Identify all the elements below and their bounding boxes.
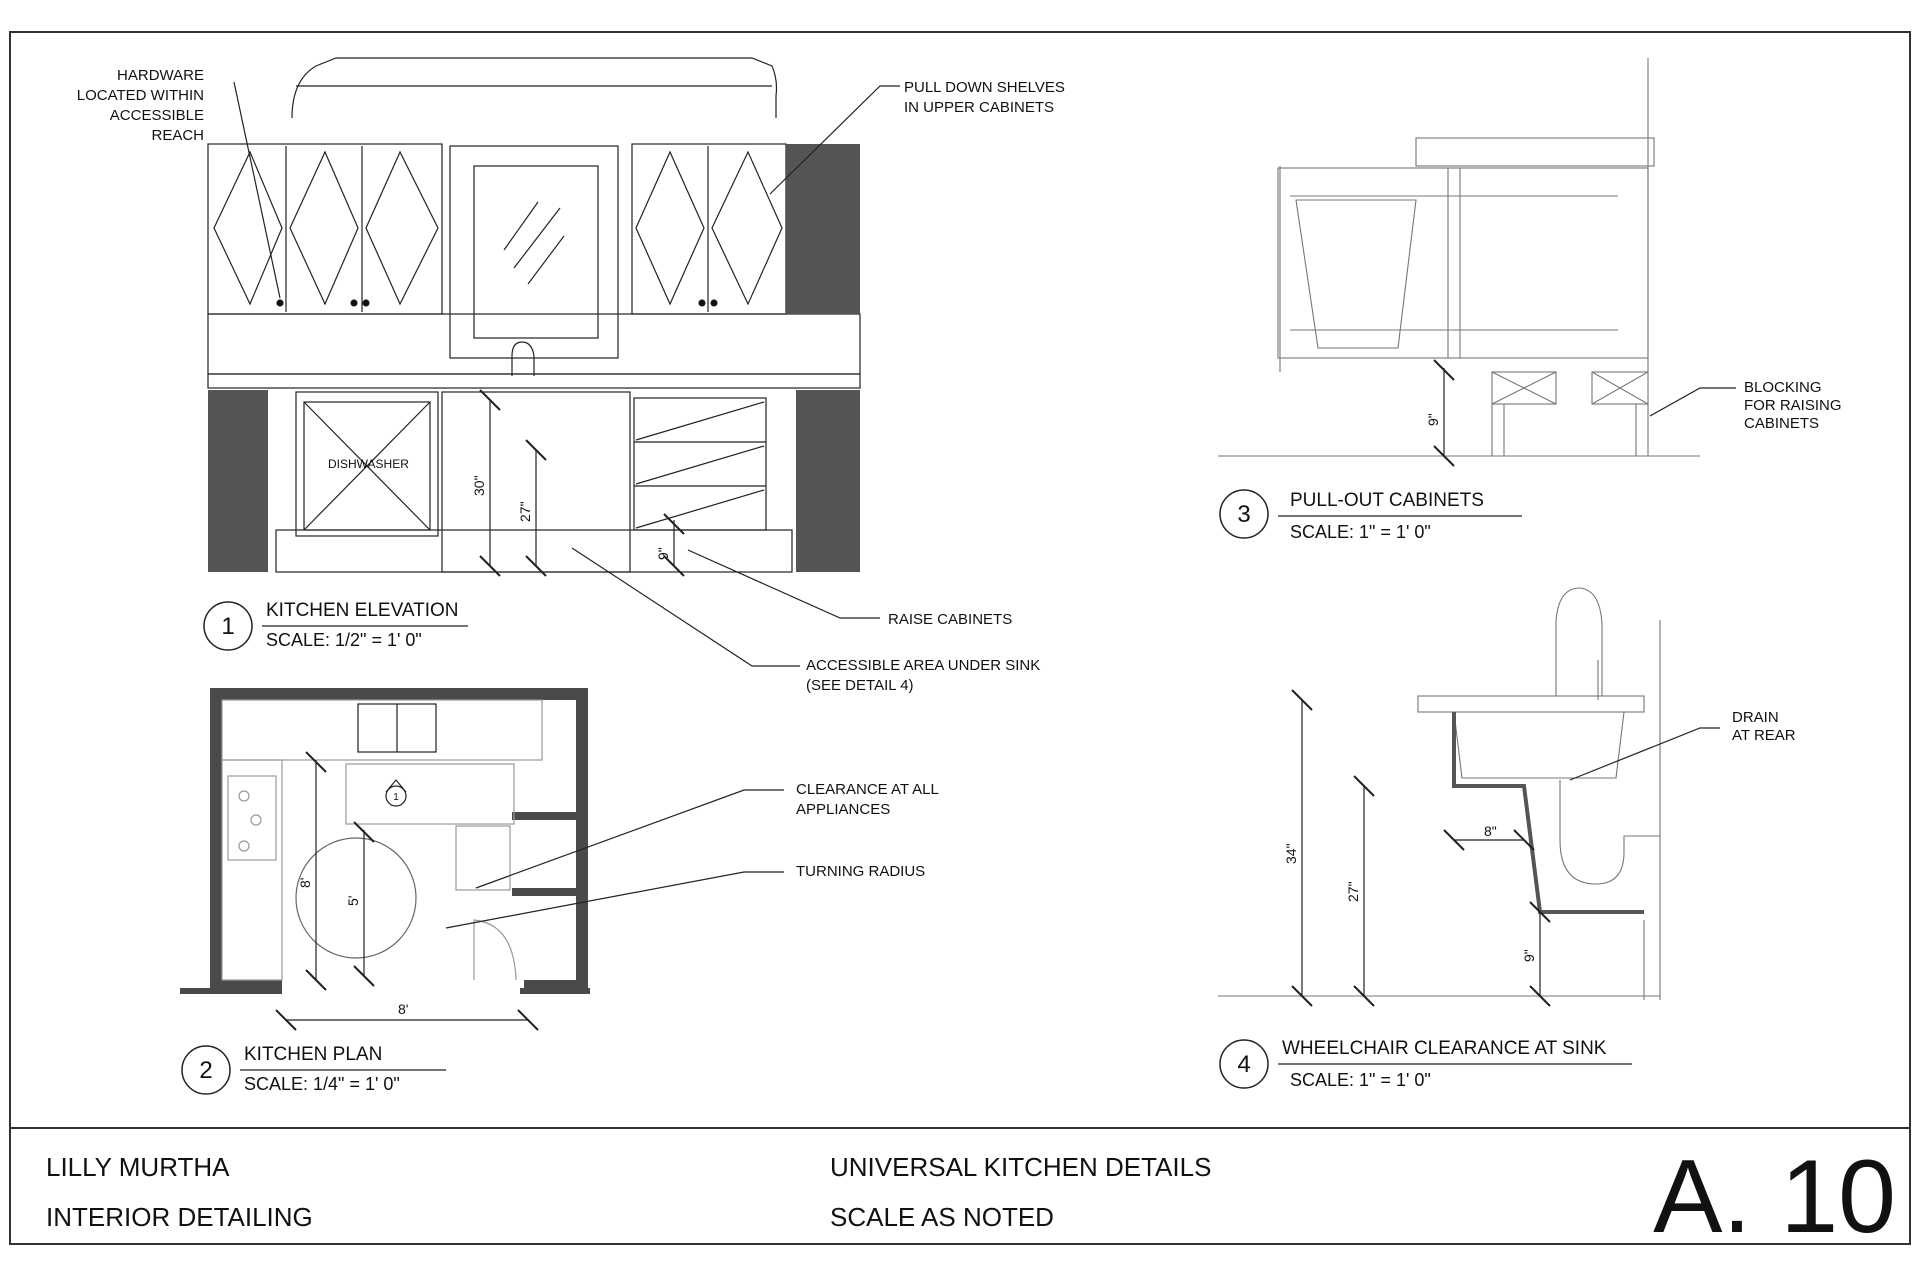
sink-faucet [1555,587,1603,696]
detail-4-scale: SCALE: 1" = 1' 0" [1290,1070,1431,1090]
knee-clearance-panel [1452,712,1644,914]
note-turning-radius: TURNING RADIUS [796,863,925,880]
sheet-number: A. 10 [1653,1139,1896,1255]
leader-pull-down [769,85,900,195]
hardware-pull [276,299,284,307]
range-hood-outline [291,57,778,119]
detail-4-title: WHEELCHAIR CLEARANCE AT SINK [1282,1038,1607,1059]
leader-clearance [475,789,784,889]
note-blocking-line-3: CABINETS [1744,415,1819,432]
note-raise-cabinets: RAISE CABINETS [888,611,1012,628]
leader-raise [687,549,880,619]
dim-27-sink-label: 27" [1345,881,1361,902]
toe-kick-base [275,529,793,573]
detail-1-scale: SCALE: 1/2" = 1' 0" [266,630,422,650]
dishwasher-label: DISHWASHER [328,457,409,471]
pullout-basket [1295,199,1417,349]
detail-4-number: 4 [1237,1051,1250,1078]
note-blocking-line-2: FOR RAISING [1744,397,1842,414]
dim-34-label: 34" [1283,843,1299,864]
detail-3-scale: SCALE: 1" = 1' 0" [1290,522,1431,542]
note-hardware-line-4: REACH [151,127,204,144]
note-hardware-line-3: ACCESSIBLE [110,107,204,124]
upper-cabinet-right [631,143,787,315]
base-drawers-raised [633,397,767,531]
note-drain-line-2: AT REAR [1732,727,1796,744]
cabinet-door-swing [213,150,283,306]
section-circle-2 [181,1045,231,1095]
note-blocking-line-1: BLOCKING [1744,379,1822,396]
elevation-tag-number: 1 [393,792,399,803]
detail-2-number: 2 [199,1057,212,1084]
window [449,145,619,359]
plan-fridge [455,825,511,891]
note-accessible-line-1: ACCESSIBLE AREA UNDER SINK [806,657,1040,674]
sheet-border [9,31,1911,1245]
detail-1-title: KITCHEN ELEVATION [266,600,459,621]
course-name: INTERIOR DETAILING [46,1202,313,1232]
designer-name: LILLY MURTHA [46,1152,230,1182]
sheet-title: UNIVERSAL KITCHEN DETAILS [830,1152,1211,1182]
detail-4-wheelchair-clearance [1218,587,1661,1000]
faucet [511,341,535,376]
detail-3-pull-out-cabinets [1218,58,1700,457]
detail-2-scale: SCALE: 1/4" = 1' 0" [244,1074,400,1094]
plan-door-swing [473,919,517,981]
pullout-countertop [1415,137,1655,167]
countertop [207,373,861,389]
note-drain-line-1: DRAIN [1732,709,1779,726]
plan-counter-left [221,759,283,981]
detail-3-number: 3 [1237,501,1250,528]
plan-dim-depth-label: 8' [297,878,313,888]
note-pull-down-line-2: IN UPPER CABINETS [904,99,1054,116]
dim-8-toe-label: 8" [1484,823,1497,839]
leader-hardware [233,81,281,299]
dim-9-toe-label: 9" [1521,949,1537,962]
turning-radius-circle [295,837,417,959]
scale-note: SCALE AS NOTED [830,1202,1054,1232]
dim-27: 27" [517,501,533,522]
leader-blocking [1649,387,1736,417]
dim-9: 9" [655,547,671,560]
section-circle-4 [1219,1039,1269,1089]
note-clearance-line-2: APPLIANCES [796,801,890,818]
section-circle-1 [203,601,253,651]
wall-fill [786,144,860,314]
plan-walls [210,688,588,990]
note-accessible-line-2: (SEE DETAIL 4) [806,677,914,694]
plan-appliance [345,763,515,825]
dim-30: 30" [471,475,487,496]
elevation-tag [385,785,407,807]
leader-turning [445,871,784,929]
note-clearance-line-1: CLEARANCE AT ALL [796,781,939,798]
note-hardware-line-2: LOCATED WITHIN [77,87,204,104]
sink-countertop [1417,695,1645,713]
blocking [1491,371,1649,456]
plan-range [227,775,277,861]
note-pull-down-line-1: PULL DOWN SHELVES [904,79,1065,96]
drain-trap [1559,780,1660,885]
section-circle-3 [1219,489,1269,539]
plan-dim-radius-label: 5' [345,896,361,906]
leader-drain [1569,727,1720,781]
detail-3-title: PULL-OUT CABINETS [1290,490,1484,511]
plan-counter-top [221,699,543,761]
dishwasher [295,391,439,537]
pullout-dim-label: 9" [1425,413,1441,426]
sink-basin [1453,711,1625,779]
note-hardware-line-1: HARDWARE [117,67,204,84]
detail-1-kitchen-elevation [203,57,900,667]
plan-dim-width-label: 8' [398,1001,408,1017]
detail-2-title: KITCHEN PLAN [244,1044,382,1065]
leader-accessible [571,547,800,667]
detail-2-kitchen-plan [180,688,784,1095]
detail-1-number: 1 [221,613,234,640]
